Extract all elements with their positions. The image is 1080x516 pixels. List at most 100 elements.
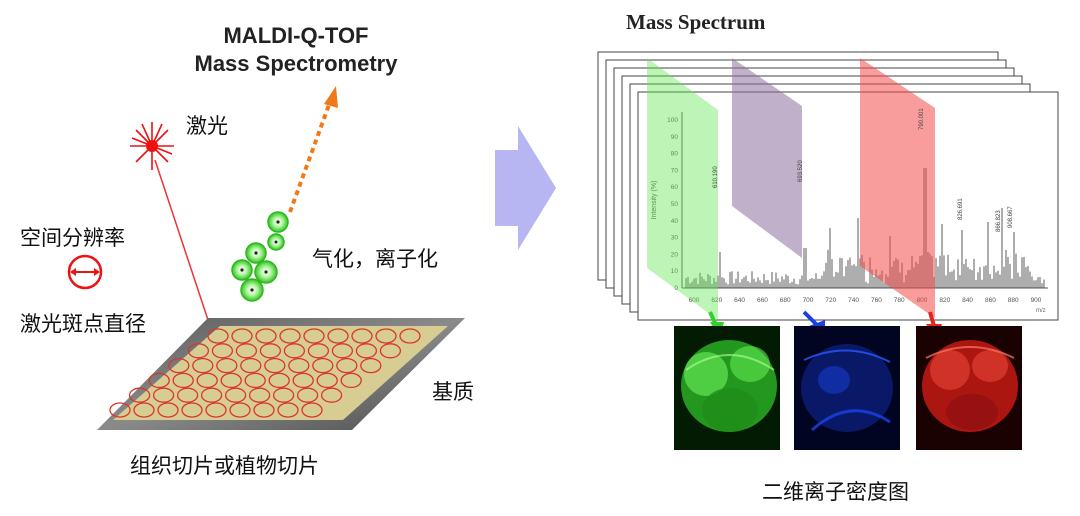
laser-spot [240, 357, 262, 374]
peak-label: 826.691 [958, 198, 964, 220]
laser-spot [187, 343, 210, 359]
y-tick-label: 0 [674, 285, 678, 292]
green-ion-plane [647, 58, 718, 320]
laser-beam [154, 159, 211, 327]
laser-spot [340, 372, 362, 389]
laser-spot [277, 402, 299, 418]
x-tick-label: 780 [894, 297, 905, 304]
vaporize-ionize-label: 气化，离子化 [312, 247, 438, 271]
laser-spot [283, 343, 306, 359]
y-axis-label: Intensity (%) [651, 181, 658, 220]
ion-icon [254, 260, 278, 284]
maldi-title-line2: Mass Spectrometry [194, 51, 398, 76]
laser-spot [307, 343, 330, 359]
x-tick-label: 620 [711, 297, 722, 304]
laser-spot [196, 372, 218, 389]
laser-spot [211, 343, 234, 359]
laser-spot [229, 402, 251, 418]
laser-spot [316, 372, 338, 389]
ion-icon [240, 278, 264, 302]
ion-icon [231, 259, 253, 281]
y-tick-label: 30 [671, 235, 679, 242]
laser-spot [207, 328, 229, 344]
laser-spot [379, 343, 402, 359]
y-tick-label: 80 [671, 151, 679, 158]
laser-spot [288, 357, 310, 374]
laser-spot [336, 357, 358, 374]
laser-spot [375, 328, 397, 344]
laser-spot [255, 328, 277, 344]
mass-spectrum-title: Mass Spectrum [626, 10, 766, 34]
laser-spot [259, 343, 282, 359]
process-arrow-icon [495, 126, 556, 250]
x-tick-label: 640 [734, 297, 745, 304]
laser-spot [168, 357, 190, 374]
laser-spot [320, 387, 343, 403]
laser-spot [235, 343, 258, 359]
x-tick-label: 660 [757, 297, 768, 304]
laser-spot [248, 387, 271, 403]
ion-cluster [231, 211, 289, 302]
x-tick-label: 820 [939, 297, 950, 304]
x-tick-labels: 6006206406606807007207407607808008208408… [689, 297, 1042, 304]
laser-spot [133, 402, 155, 418]
y-tick-label: 70 [671, 167, 679, 174]
laser-label: 激光 [186, 114, 228, 138]
peak-label: 866.823 [996, 210, 1002, 232]
x-tick-label: 600 [689, 297, 700, 304]
laser-spot [172, 372, 194, 389]
laser-burst-icon [130, 122, 174, 170]
laser-spot [109, 402, 131, 418]
maldi-schematic [67, 86, 556, 430]
laser-spot [355, 343, 378, 359]
laser-spot-grid [109, 328, 421, 418]
laser-spot [351, 328, 373, 344]
laser-spot [268, 372, 290, 389]
laser-spot [216, 357, 238, 374]
y-tick-label: 20 [671, 251, 679, 258]
spot-diameter-icon [67, 254, 103, 290]
maldi-title: MALDI-Q-TOF Mass Spectrometry [176, 22, 416, 78]
y-tick-label: 10 [671, 268, 679, 275]
ion-density-label: 二维离子密度图 [762, 480, 909, 504]
laser-spot [296, 387, 319, 403]
peak-label: 790.001 [919, 108, 925, 130]
y-tick-label: 100 [667, 117, 678, 124]
laser-spot [157, 402, 179, 418]
y-tick-label: 90 [671, 134, 679, 141]
green-ion-image [674, 326, 780, 450]
laser-spot [327, 328, 349, 344]
x-tick-label: 860 [985, 297, 996, 304]
laser-spot [231, 328, 253, 344]
spatial-resolution-label: 空间分辨率 [20, 226, 125, 250]
laser-spot [148, 372, 170, 389]
laser-spot [205, 402, 227, 418]
laser-spot [303, 328, 325, 344]
spectrum-axes [681, 112, 1048, 289]
spot-diameter-label: 激光斑点直径 [20, 312, 146, 336]
ion-icon [245, 242, 267, 264]
matrix-label: 基质 [432, 380, 474, 404]
laser-spot [272, 387, 295, 403]
laser-spot [128, 387, 151, 403]
laser-spot [279, 328, 301, 344]
x-tick-label: 740 [848, 297, 859, 304]
x-axis-unit: m/z [1036, 308, 1046, 314]
laser-spot [220, 372, 242, 389]
laser-spot [181, 402, 203, 418]
x-tick-label: 720 [825, 297, 836, 304]
x-tick-label: 680 [780, 297, 791, 304]
peak-label: 693.520 [798, 160, 804, 182]
tissue-label: 组织切片或植物切片 [130, 454, 319, 478]
laser-spot [152, 387, 175, 403]
y-tick-label: 60 [671, 184, 679, 191]
laser-spot [244, 372, 266, 389]
peak-label: 610.190 [713, 166, 719, 188]
x-tick-label: 900 [1031, 297, 1042, 304]
x-tick-label: 840 [962, 297, 973, 304]
laser-spot [399, 328, 421, 344]
laser-spot [292, 372, 314, 389]
laser-spot [176, 387, 199, 403]
